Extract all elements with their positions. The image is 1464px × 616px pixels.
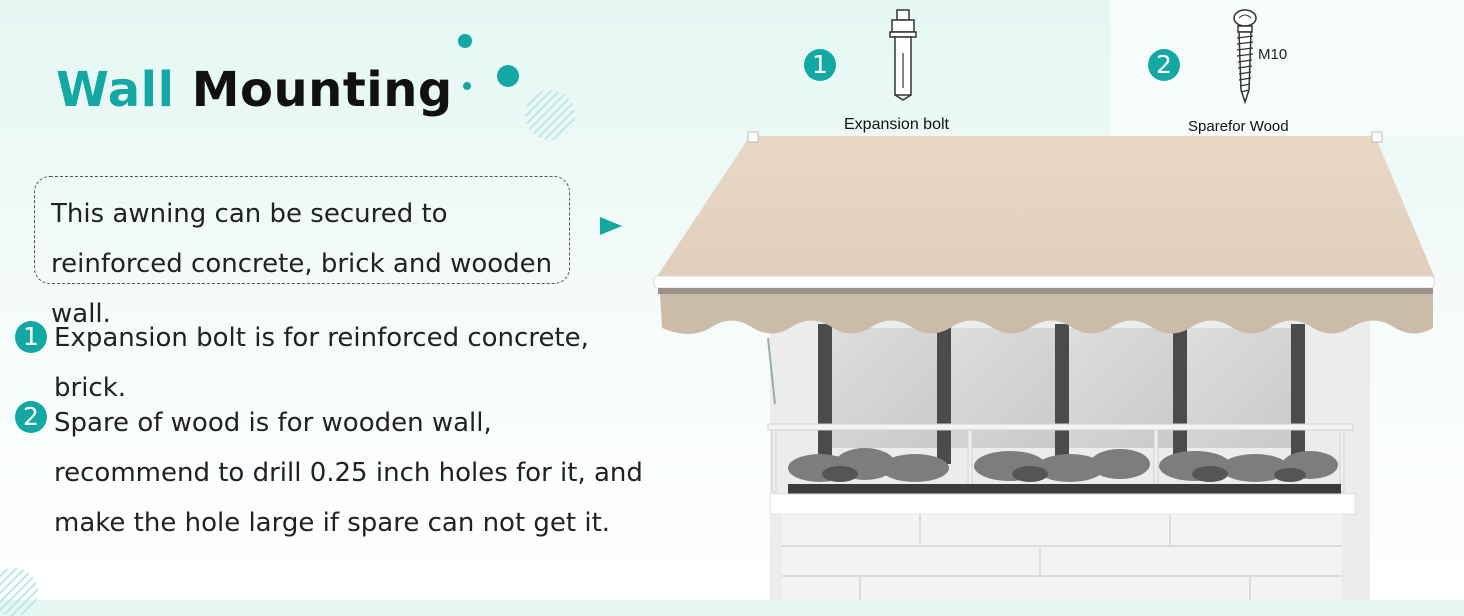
decor-dot (463, 82, 471, 90)
expansion-bolt-icon (889, 9, 917, 101)
intro-text: This awning can be secured to reinforced… (51, 199, 553, 329)
title-part-2: Mounting (191, 62, 453, 118)
awning-valance (660, 294, 1433, 334)
point-expansion-bolt: Expansion bolt is for reinforced concret… (54, 323, 589, 403)
intro-callout: This awning can be secured to reinforced… (34, 176, 570, 329)
screw-size-label: M10 (1258, 46, 1288, 63)
decor-dot (497, 65, 519, 87)
decor-hatch (525, 90, 575, 140)
point-wood-screw: Spare of wood is for wooden wall, recomm… (54, 408, 643, 538)
page-title: Wall Mounting (56, 62, 453, 118)
number-badge-1: 1 (15, 321, 47, 353)
hardware-label-2: Sparefor Wood (1188, 118, 1289, 135)
arrow-right-icon (600, 217, 622, 235)
hardware-label-1: Expansion bolt (844, 116, 949, 133)
wood-screw-icon (1233, 9, 1257, 105)
number-badge-2: 2 (15, 401, 47, 433)
hardware-badge-2: 2 (1148, 49, 1180, 81)
hardware-badge-1: 1 (804, 49, 836, 81)
decor-dot (458, 34, 472, 48)
decor-hatch (0, 568, 38, 616)
awning-illustration (653, 131, 1435, 600)
title-part-1: Wall (56, 62, 175, 118)
awning-canopy (656, 136, 1435, 278)
